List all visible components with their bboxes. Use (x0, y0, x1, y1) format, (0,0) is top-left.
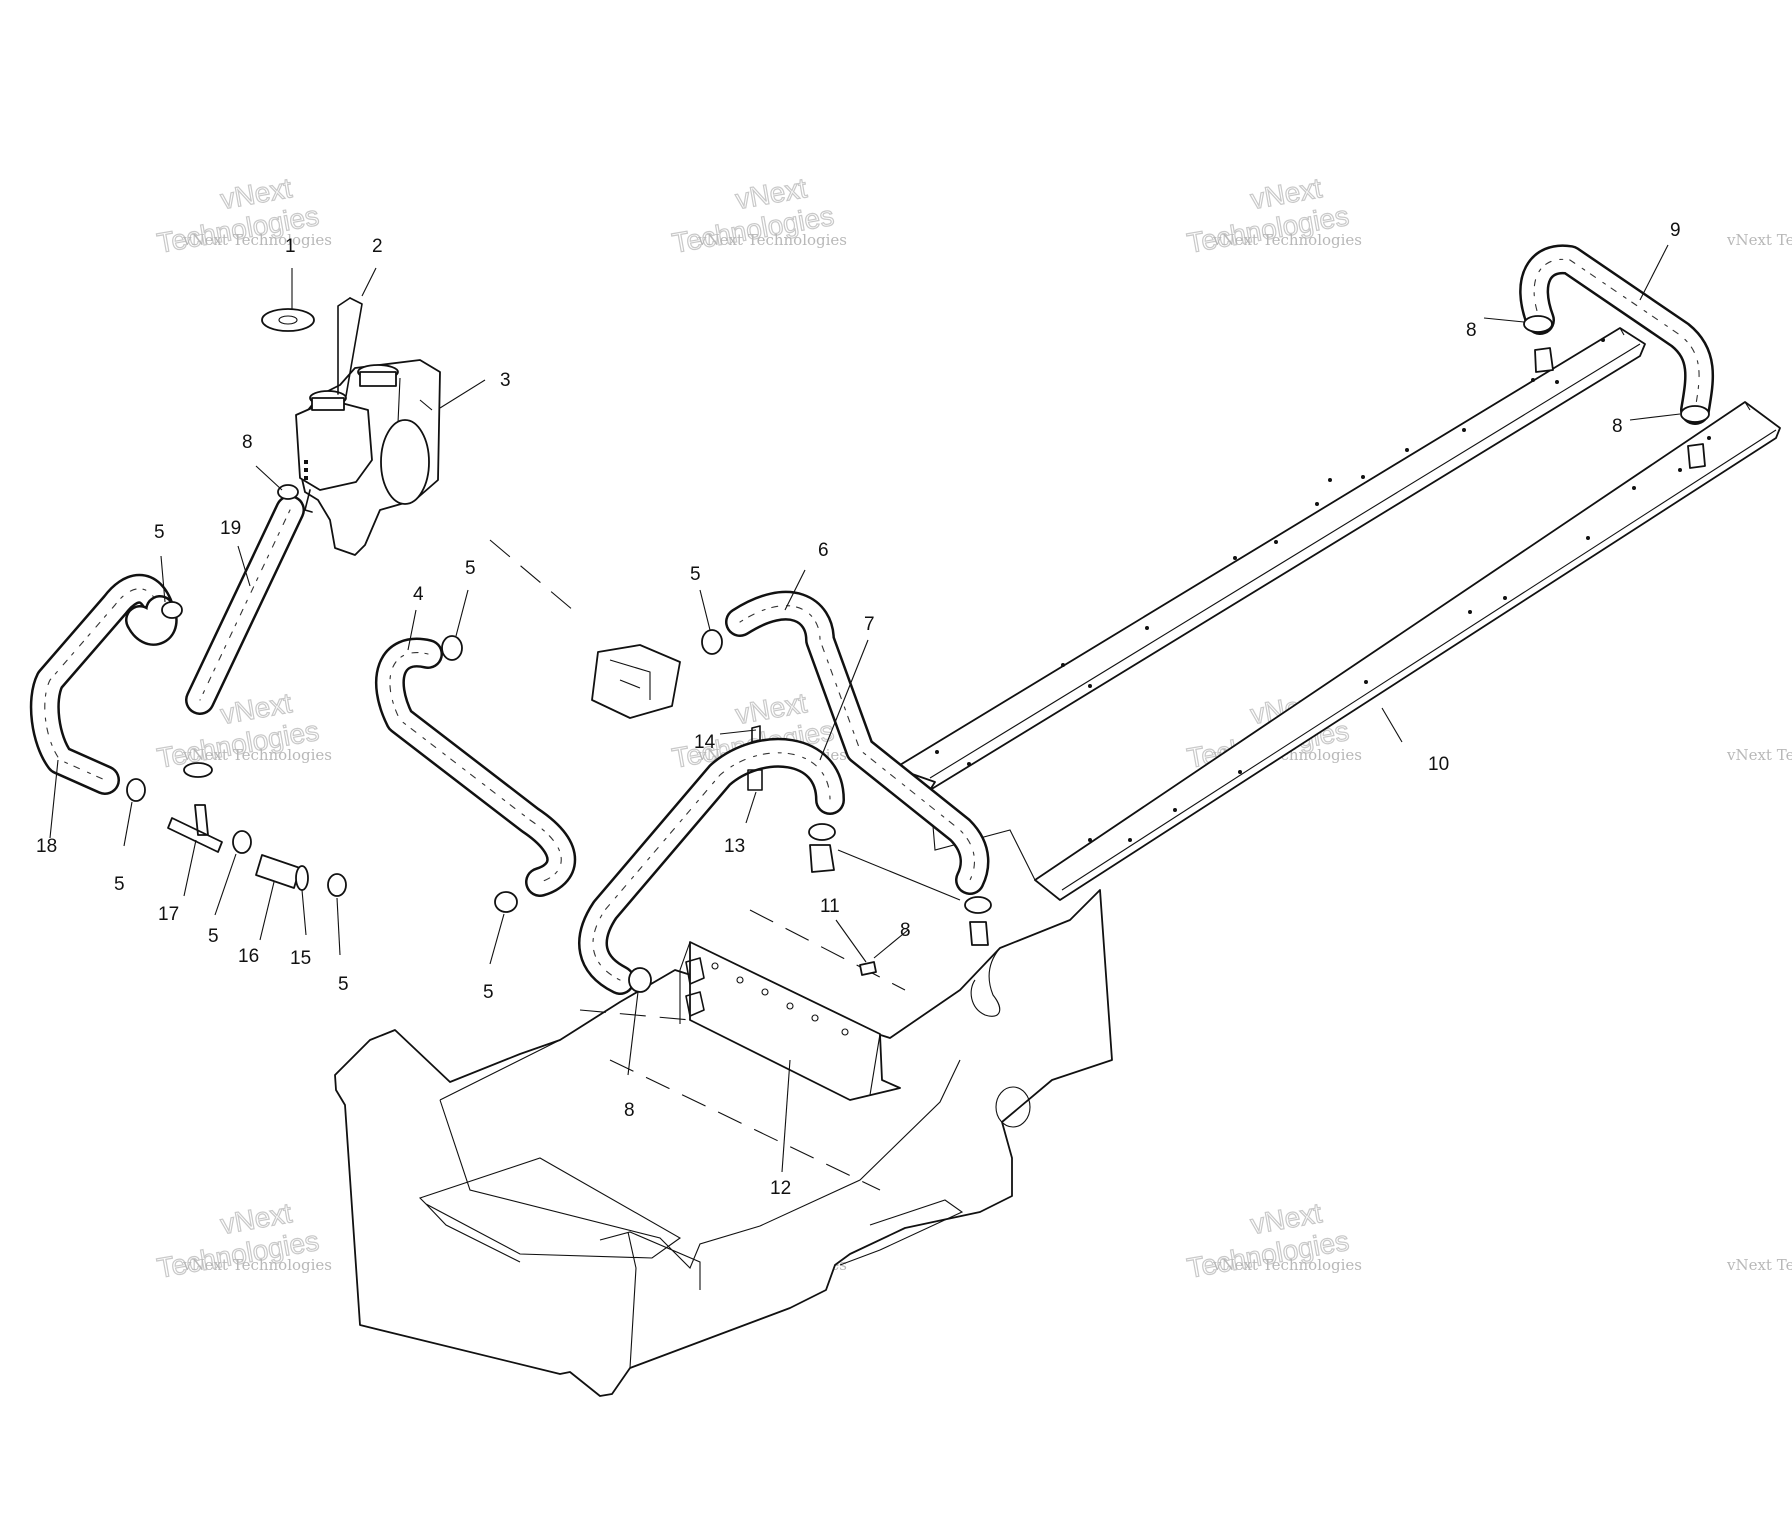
callout-14: 14 (694, 732, 716, 753)
callout-18: 18 (36, 836, 57, 857)
callout-6: 6 (818, 540, 829, 561)
clamp-19-bottom (183, 762, 213, 778)
watermark-text-9: vNext Technologies (182, 1256, 332, 1274)
clamp-5-filler (327, 873, 347, 897)
heat-exchanger-bolts (711, 962, 849, 1036)
overflow-hose (337, 297, 363, 397)
callout-labels: 1 2 3 8 5 19 18 5 17 5 16 15 5 4 5 5 5 6… (36, 220, 1681, 1199)
callout-12: 12 (770, 1178, 791, 1199)
watermark-text-1: vNext Technologies (182, 231, 332, 249)
assembly-line-1 (609, 1059, 881, 1191)
callout-5: 5 (114, 874, 125, 895)
connector-block (591, 644, 681, 719)
fitting-11 (859, 961, 877, 976)
bulkhead-side (599, 1199, 964, 1369)
callout-7: 7 (864, 614, 875, 635)
watermark-text-11: vNext Technologies (1212, 1256, 1362, 1274)
watermark-text-8: vNext Technologies (1726, 746, 1792, 764)
watermark-text-3: vNext Technologies (1212, 231, 1362, 249)
callout-8: 8 (624, 1100, 635, 1121)
coupler-9-left (1534, 347, 1554, 373)
bracket-13 (747, 769, 763, 791)
hose-7 (578, 737, 845, 995)
coolant-tank-opening (380, 419, 430, 505)
clamp-5-hose18-top (161, 601, 183, 619)
filler-neck-15 (295, 865, 309, 891)
chassis-tunnel (334, 327, 1781, 1397)
callout-19: 19 (220, 518, 241, 539)
rail-rivets (935, 338, 1711, 842)
fittings (167, 347, 1706, 976)
clamp-5-t-fitting (232, 830, 252, 854)
bracket-14 (751, 725, 761, 743)
callout-11: 11 (820, 896, 840, 917)
coolant-tank-marks (304, 460, 308, 480)
clamp-8-hose7-bottom (628, 967, 652, 993)
callout-5: 5 (154, 522, 165, 543)
bulkhead-front-lip (418, 1157, 682, 1263)
coupler-9-right (1687, 443, 1706, 469)
callout-2: 2 (372, 236, 383, 257)
callout-5: 5 (690, 564, 701, 585)
watermark-text-2: vNext Technologies (697, 231, 847, 249)
hose-18 (29, 573, 178, 795)
callout-5: 5 (208, 926, 219, 947)
coupler-7-lower (809, 844, 835, 873)
clamp-5-hose4-bottom (494, 891, 518, 913)
hose-9 (1519, 244, 1715, 425)
callout-1: 1 (285, 236, 296, 257)
callout-16: 16 (238, 946, 259, 967)
callout-8: 8 (900, 920, 911, 941)
hose-4 (374, 637, 577, 897)
callout-5: 5 (483, 982, 494, 1003)
callout-8: 8 (1466, 320, 1477, 341)
clamp-8-hose9-right (1680, 405, 1710, 423)
clamp-5-hose6 (701, 629, 723, 655)
coupler-6-lower (969, 921, 989, 946)
clamp-hose7-top (808, 823, 836, 841)
leader-lines (49, 244, 1681, 1173)
callout-9: 9 (1670, 220, 1681, 241)
assembly-line-3 (489, 539, 581, 617)
coolant-tank (295, 359, 441, 556)
callout-10: 10 (1428, 754, 1449, 775)
watermark-text-4: vNext Technologies (1726, 231, 1792, 249)
clamp-hose6-bottom (964, 896, 992, 914)
filler-neck-16 (255, 854, 301, 889)
callout-5: 5 (338, 974, 349, 995)
clamp-5-hose4-top (441, 635, 463, 661)
callout-4: 4 (413, 584, 424, 605)
callout-8: 8 (242, 432, 253, 453)
clamp-8-hose9-left (1523, 315, 1553, 333)
watermark-text-5: vNext Technologies (182, 746, 332, 764)
bulkhead-hole (995, 1086, 1031, 1128)
rail-right (1034, 401, 1781, 901)
bulkhead-pan (439, 1039, 961, 1269)
cap-gasket (261, 308, 315, 332)
callout-8: 8 (1612, 416, 1623, 437)
callout-3: 3 (500, 370, 511, 391)
t-fitting-17 (167, 804, 223, 853)
heat-exchanger-port-1 (685, 957, 705, 985)
hose-6 (725, 590, 990, 895)
hose-19 (185, 495, 305, 715)
assembly-line-2 (749, 909, 906, 991)
heat-exchanger-port-2 (685, 991, 705, 1017)
clamp-5-hose18-bottom (126, 778, 146, 802)
clamps (126, 315, 1710, 993)
watermark-text-12: vNext Technologies (1726, 1256, 1792, 1274)
callout-15: 15 (290, 948, 311, 969)
bulkhead-notch (970, 947, 1001, 1017)
callout-5: 5 (465, 558, 476, 579)
clamp-8-tank (277, 484, 299, 500)
callout-17: 17 (158, 904, 179, 925)
callout-13: 13 (724, 836, 745, 857)
